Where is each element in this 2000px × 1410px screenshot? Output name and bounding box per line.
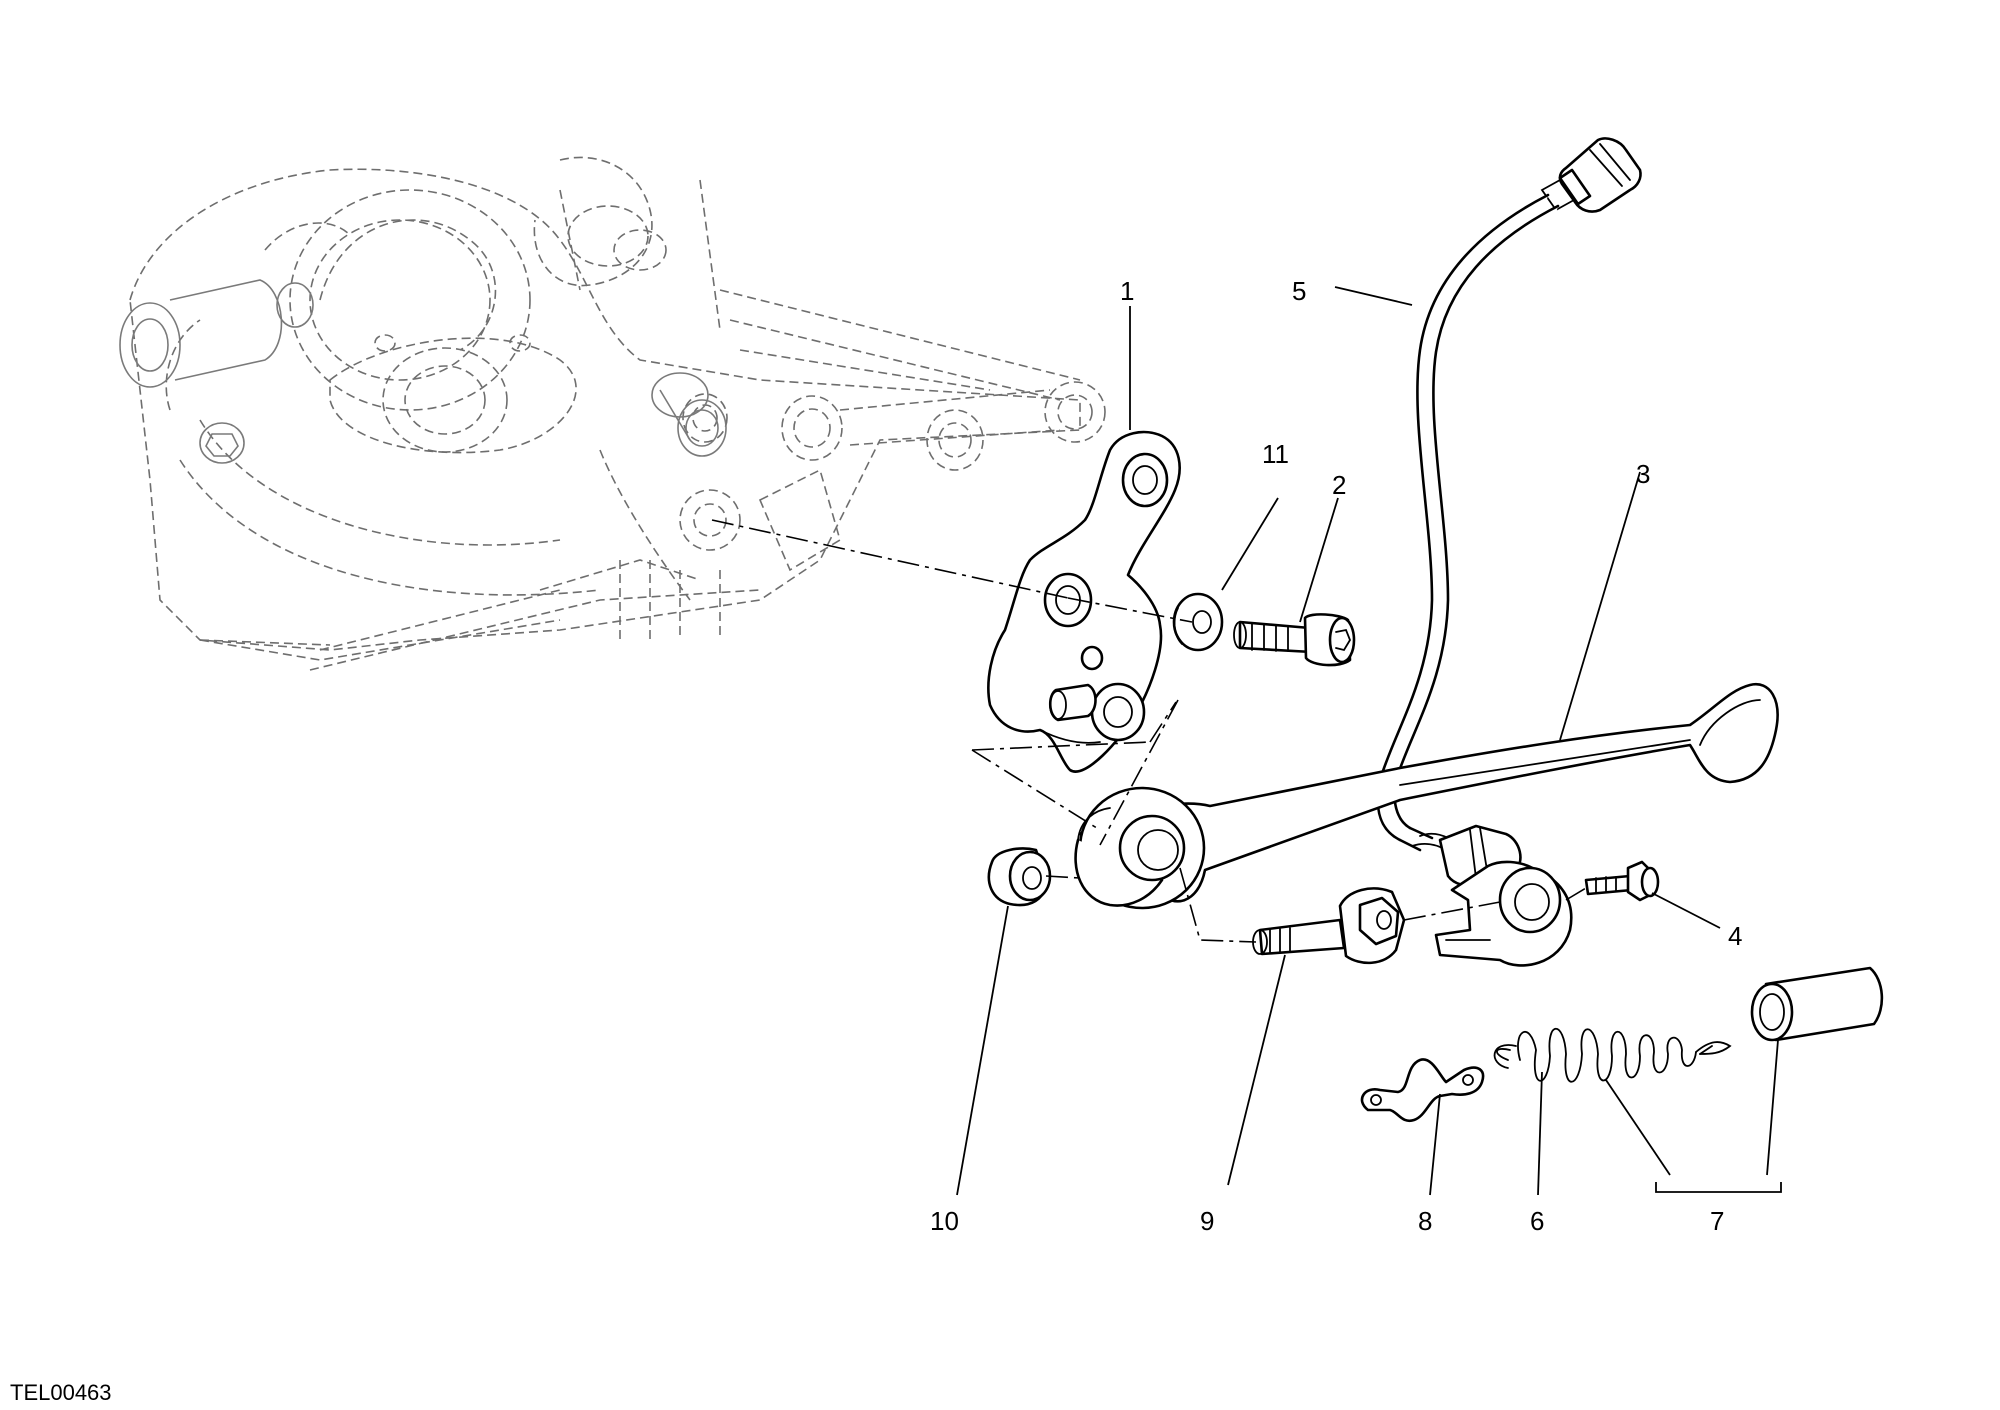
callout-3: 3	[1636, 459, 1650, 489]
part-5-sensor-cable	[1376, 137, 1642, 852]
engine-gear-shaft	[651, 372, 727, 457]
callout-6: 6	[1530, 1206, 1544, 1236]
part-4-small-bolt	[1584, 860, 1660, 902]
callout-labels: 1 11 2 3 5 4 10 9 8 6 7	[930, 276, 1742, 1236]
callout-7: 7	[1710, 1206, 1724, 1236]
callout-11: 11	[1262, 439, 1289, 469]
part-3-side-stand-leg	[1074, 682, 1779, 910]
diagram-code: TEL00463	[10, 1380, 112, 1405]
callout-1: 1	[1120, 276, 1134, 306]
callout-4: 4	[1728, 921, 1742, 951]
part-2-cap-screw	[1233, 613, 1356, 667]
leader-lines	[956, 286, 1782, 1196]
engine-starter-motor	[119, 222, 351, 388]
assembly-lines	[711, 519, 1587, 943]
callout-5: 5	[1292, 276, 1306, 306]
part-8-spring-clip	[1360, 1058, 1485, 1123]
engine-bolt-head	[199, 422, 245, 464]
engine-casing-background	[129, 156, 1106, 671]
part-10-bush	[987, 847, 1052, 907]
part-11-washer	[1172, 592, 1224, 652]
part-9-pivot-bolt	[1252, 887, 1406, 965]
part-7-sleeve	[1750, 966, 1884, 1042]
callout-8: 8	[1418, 1206, 1432, 1236]
callout-10: 10	[930, 1206, 959, 1236]
side-stand-sensor-switch	[1434, 824, 1573, 967]
callout-9: 9	[1200, 1206, 1214, 1236]
callout-2: 2	[1332, 470, 1346, 500]
part-6-spring	[1493, 1027, 1732, 1083]
